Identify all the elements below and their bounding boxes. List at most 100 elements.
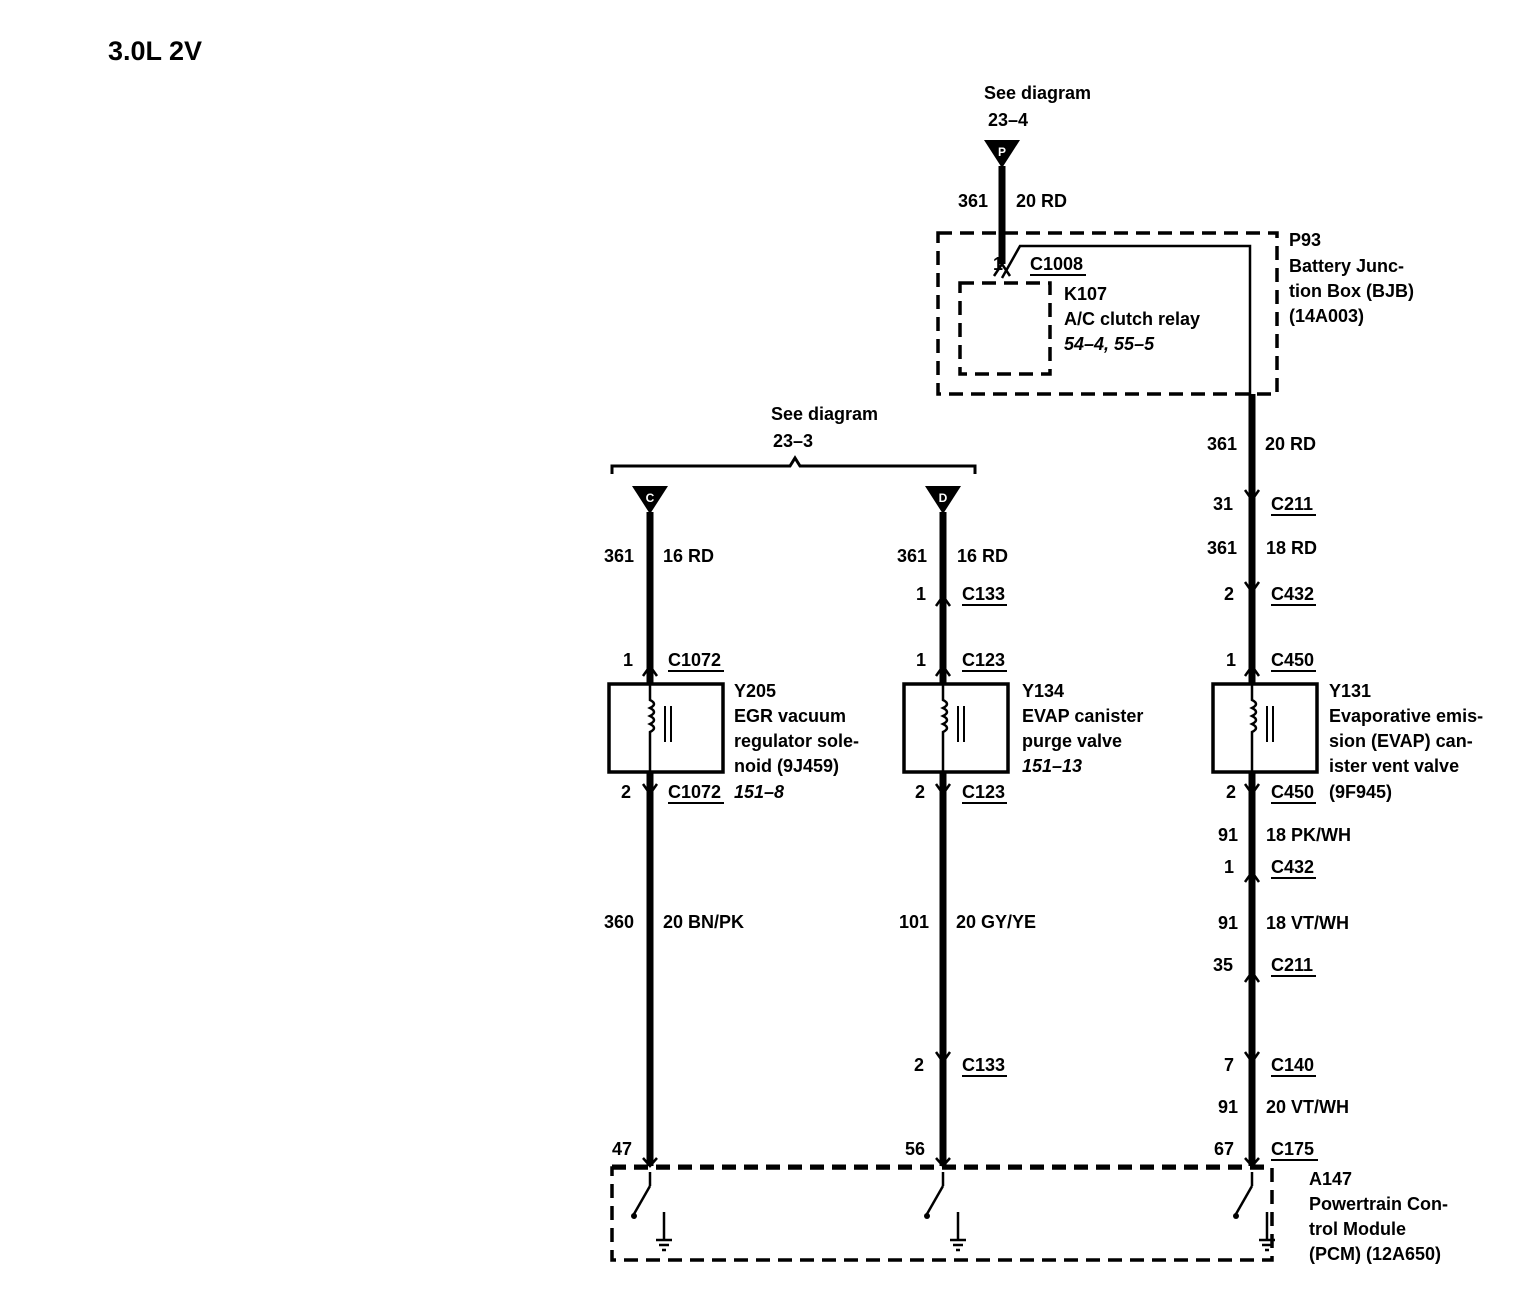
c133-bottom-conn: C133 <box>962 1055 1005 1075</box>
y134-line2: purge valve <box>1022 731 1122 751</box>
off-page-connector-c-icon[interactable] <box>632 486 668 514</box>
pcm-driver-67-icon <box>1233 1172 1275 1252</box>
y205-line3: noid (9J459) <box>734 756 839 776</box>
off-page-connector-d-icon[interactable] <box>925 486 961 514</box>
c133-top-connector-icon <box>934 593 952 607</box>
c133-top-conn: C133 <box>962 584 1005 604</box>
c450-top-connector-icon <box>1243 663 1261 677</box>
c123-bottom-conn: C123 <box>962 782 1005 802</box>
y131-id: Y131 <box>1329 681 1371 701</box>
c211-top-pin: 31 <box>1213 494 1233 514</box>
c450-bottom-conn: C450 <box>1271 782 1314 802</box>
branch-d-bottom-circuit: 101 <box>899 912 929 932</box>
c211-top-connector-icon <box>1243 489 1261 503</box>
p93-line2: tion Box (BJB) <box>1289 281 1414 301</box>
off-page-letter-c: C <box>646 491 655 505</box>
see-diagram-top-ref: 23–4 <box>988 110 1028 130</box>
y134-ref: 151–13 <box>1022 756 1082 776</box>
p93-line3: (14A003) <box>1289 306 1364 326</box>
c1072-bottom-pin: 2 <box>621 782 631 802</box>
c450-top-conn: C450 <box>1271 650 1314 670</box>
c123-top-conn: C123 <box>962 650 1005 670</box>
c432-top-pin: 2 <box>1224 584 1234 604</box>
pcm-line3: (PCM) (12A650) <box>1309 1244 1441 1264</box>
c133-bottom-pin: 2 <box>914 1055 924 1075</box>
y131-line1: Evaporative emis- <box>1329 706 1483 726</box>
pcm-pin-56: 56 <box>905 1139 925 1159</box>
y134-line1: EVAP canister <box>1022 706 1143 726</box>
pcm-driver-47-icon <box>631 1172 672 1252</box>
c432-bottom-conn: C432 <box>1271 857 1314 877</box>
branch-r-wire1-spec: 20 RD <box>1265 434 1316 454</box>
branch-r-wire1-circuit: 361 <box>1207 434 1237 454</box>
c123-bottom-pin: 2 <box>915 782 925 802</box>
c1072-top-conn: C1072 <box>668 650 721 670</box>
branch-r-wire3-spec: 18 PK/WH <box>1266 825 1351 845</box>
see-diagram-bracket <box>610 455 977 474</box>
branch-c-bottom-spec: 20 BN/PK <box>663 912 744 932</box>
p93-line1: Battery Junc- <box>1289 256 1404 276</box>
c432-top-conn: C432 <box>1271 584 1314 604</box>
y134-coil-icon <box>940 684 949 772</box>
branch-c-top-spec: 16 RD <box>663 546 714 566</box>
wire-top-circuit: 361 <box>958 191 988 211</box>
k107-ref: 54–4, 55–5 <box>1064 334 1155 354</box>
y205-line2: regulator sole- <box>734 731 859 751</box>
c133-top-pin: 1 <box>916 584 926 604</box>
c1008-connector-icon <box>992 261 1012 277</box>
c432-bottom-pin: 1 <box>1224 857 1234 877</box>
off-page-letter-p: P <box>998 145 1006 159</box>
c140-conn: C140 <box>1271 1055 1314 1075</box>
c450-bottom-pin: 2 <box>1226 782 1236 802</box>
c211-top-conn: C211 <box>1271 494 1313 514</box>
y134-id: Y134 <box>1022 681 1064 701</box>
y205-ref: 151–8 <box>734 782 784 802</box>
y131-vent-valve-box[interactable] <box>1211 682 1319 774</box>
branch-r-wire5-spec: 20 VT/WH <box>1266 1097 1349 1117</box>
c175-pin: 67 <box>1214 1139 1234 1159</box>
branch-d-top-circuit: 361 <box>897 546 927 566</box>
y131-line4: (9F945) <box>1329 782 1392 802</box>
wire-top-spec: 20 RD <box>1016 191 1067 211</box>
pcm-pin-47-connector-icon <box>642 1157 658 1168</box>
branch-r-wire4-circuit: 91 <box>1218 913 1238 933</box>
y205-coil-icon <box>647 684 656 772</box>
branch-c-bottom-circuit: 360 <box>604 912 634 932</box>
c1008-pin: 1 <box>993 254 1003 274</box>
k107-relay-box <box>958 281 1052 376</box>
branch-r-wire4-spec: 18 VT/WH <box>1266 913 1349 933</box>
p93-id: P93 <box>1289 230 1321 250</box>
y205-line1: EGR vacuum <box>734 706 846 726</box>
y134-valve-box[interactable] <box>902 682 1010 774</box>
bjb-internal-wire <box>1000 244 1252 396</box>
c140-connector-icon <box>1243 1051 1261 1065</box>
see-diagram-top-label: See diagram <box>984 83 1091 103</box>
off-page-letter-d: D <box>939 491 948 505</box>
branch-r-wire2-spec: 18 RD <box>1266 538 1317 558</box>
branch-d-bottom-spec: 20 GY/YE <box>956 912 1036 932</box>
page-title: 3.0L 2V <box>108 36 202 66</box>
branch-r-wire2-circuit: 361 <box>1207 538 1237 558</box>
see-diagram-mid-ref: 23–3 <box>773 431 813 451</box>
y131-line3: ister vent valve <box>1329 756 1459 776</box>
c1072-top-connector-icon <box>641 663 659 677</box>
pcm-driver-56-icon <box>924 1172 966 1252</box>
branch-r-wire3-circuit: 91 <box>1218 825 1238 845</box>
c133-bottom-connector-icon <box>934 1051 952 1065</box>
c211-bottom-conn: C211 <box>1271 955 1313 975</box>
y131-coil-icon <box>1249 684 1258 772</box>
pcm-module-box <box>610 1166 1274 1262</box>
y205-id: Y205 <box>734 681 776 701</box>
y131-line2: sion (EVAP) can- <box>1329 731 1473 751</box>
c432-bottom-connector-icon <box>1243 869 1261 883</box>
k107-id: K107 <box>1064 284 1107 304</box>
branch-r-wire5-circuit: 91 <box>1218 1097 1238 1117</box>
p93-battery-junction-box <box>936 231 1279 396</box>
pcm-pin-47: 47 <box>612 1139 632 1159</box>
c1008-connector: C1008 <box>1030 254 1083 274</box>
pcm-line2: trol Module <box>1309 1219 1406 1239</box>
c211-bottom-pin: 35 <box>1213 955 1233 975</box>
c1072-bottom-conn: C1072 <box>668 782 721 802</box>
off-page-connector-p-icon[interactable] <box>984 140 1020 168</box>
